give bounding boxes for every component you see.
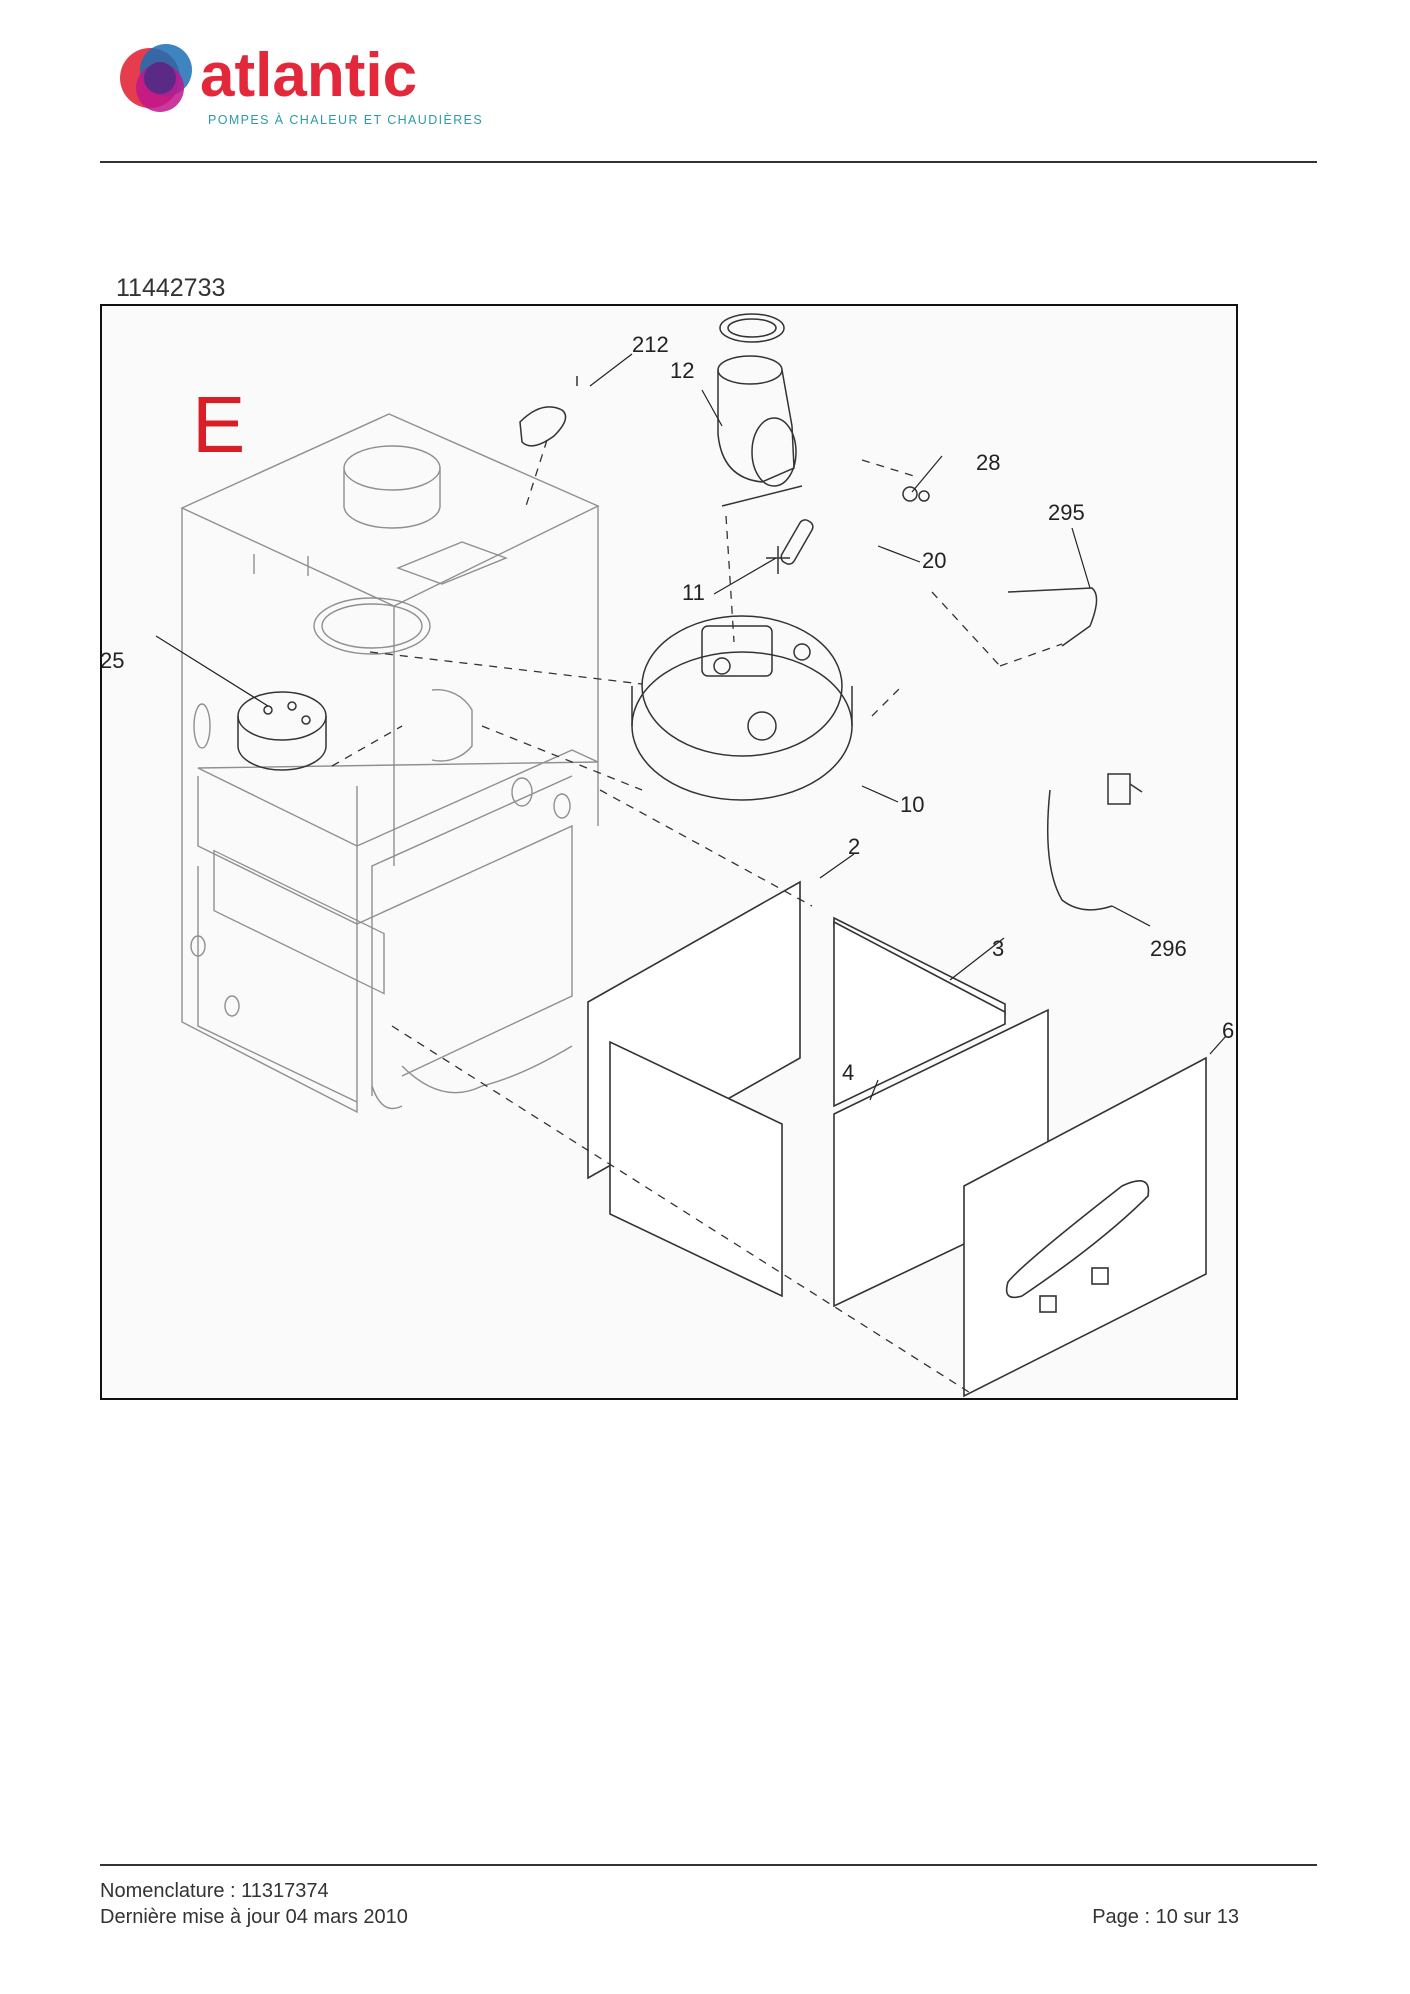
atlantic-logo: atlantic POMPES À CHALEUR ET CHAUDIÈRES	[120, 41, 483, 127]
footer-rule	[100, 1864, 1317, 1866]
callout-25: 25	[102, 648, 124, 673]
callout-2: 2	[848, 834, 860, 859]
callout-3: 3	[992, 936, 1004, 961]
logo-mark-icon	[120, 44, 192, 112]
casing-panels	[587, 880, 1207, 1398]
callout-212: 212	[632, 332, 669, 357]
exploded-diagram-frame: E 212 12 28 295 20 11 25 10 2 3 296 4 6	[100, 304, 1238, 1400]
view-letter: E	[192, 380, 245, 469]
front-panel-handle	[1005, 1180, 1150, 1313]
inspection-cover	[519, 376, 578, 447]
callout-296: 296	[1150, 936, 1187, 961]
callout-28: 28	[976, 450, 1000, 475]
callout-11: 11	[682, 580, 705, 605]
small-parts	[766, 486, 1143, 911]
callout-295: 295	[1048, 500, 1085, 525]
header-rule	[100, 161, 1317, 163]
callout-4: 4	[842, 1060, 854, 1085]
callout-labels: 212 12 28 295 20 11 25 10 2 3 296 4 6	[102, 332, 1234, 1085]
burner-fan-assembly	[631, 615, 853, 801]
footer-last-update: Dernière mise à jour 04 mars 2010	[100, 1906, 408, 1928]
assembly-guide-lines	[331, 439, 1063, 1395]
brand-name: atlantic	[200, 41, 417, 110]
boiler-frame	[180, 413, 600, 1114]
footer-nomenclature: Nomenclature : 11317374	[100, 1880, 329, 1902]
exploded-diagram: E 212 12 28 295 20 11 25 10 2 3 296 4 6	[102, 313, 1234, 1398]
callout-10: 10	[900, 792, 924, 817]
footer-page-number: Page : 10 sur 13	[1092, 1906, 1239, 1928]
callout-20: 20	[922, 548, 946, 573]
document-reference: 11442733	[116, 274, 226, 302]
brand-tagline: POMPES À CHALEUR ET CHAUDIÈRES	[208, 112, 483, 127]
callout-6: 6	[1222, 1018, 1234, 1043]
callout-12: 12	[670, 358, 694, 383]
callout-leaders	[155, 353, 1227, 1101]
pressure-switch	[237, 691, 327, 771]
flue-elbow	[717, 313, 803, 507]
